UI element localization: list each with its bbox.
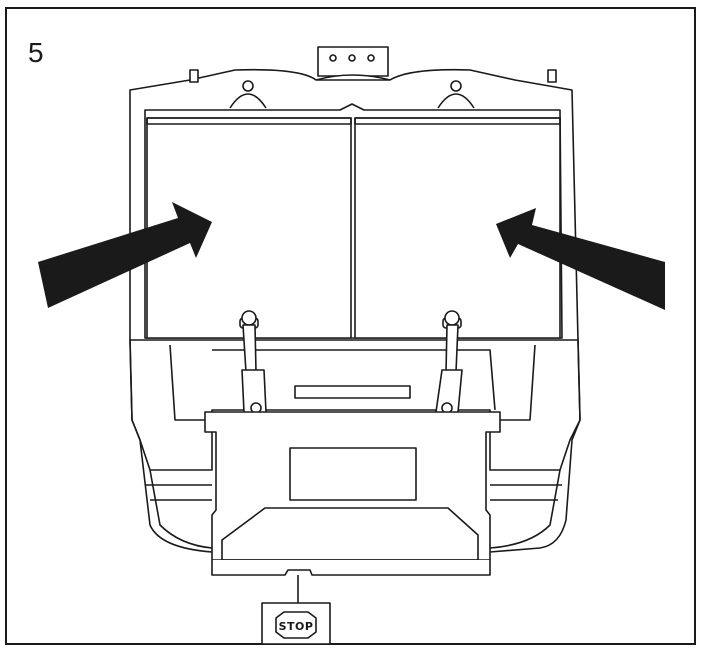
handle-hole <box>348 54 356 62</box>
battery-right-lid <box>354 117 561 125</box>
hold-down-bar <box>294 385 411 399</box>
tray-foot-right <box>489 469 561 549</box>
battery-front-label <box>289 447 417 501</box>
battery-front-skirt <box>211 560 491 576</box>
stop-tag-label: STOP <box>279 620 314 633</box>
arrow-left-icon <box>496 208 665 310</box>
tray-tab-left <box>189 69 199 83</box>
handle-hole <box>367 54 375 62</box>
cable-left <box>242 324 257 373</box>
battery-left-lid <box>146 117 352 125</box>
tray-tab-right <box>547 69 557 83</box>
tray-side-left <box>169 344 212 421</box>
mount-bolt <box>450 80 462 92</box>
tray-inner-ledge <box>212 349 496 411</box>
mount-bolt <box>242 80 254 92</box>
terminal-left-post <box>241 310 257 326</box>
mount-bump <box>437 93 475 109</box>
tray-lower-frame <box>129 339 581 471</box>
handle-hole <box>329 54 337 62</box>
tray-ribs <box>145 484 562 501</box>
terminal-right-post <box>444 310 460 326</box>
mount-bump <box>229 93 267 109</box>
tray-side-right <box>490 344 536 421</box>
cable-right <box>445 324 459 373</box>
step-number: 5 <box>28 37 44 68</box>
tray-foot-left <box>149 469 213 549</box>
arrow-right-icon <box>38 202 212 308</box>
stop-sign-icon <box>275 611 317 639</box>
